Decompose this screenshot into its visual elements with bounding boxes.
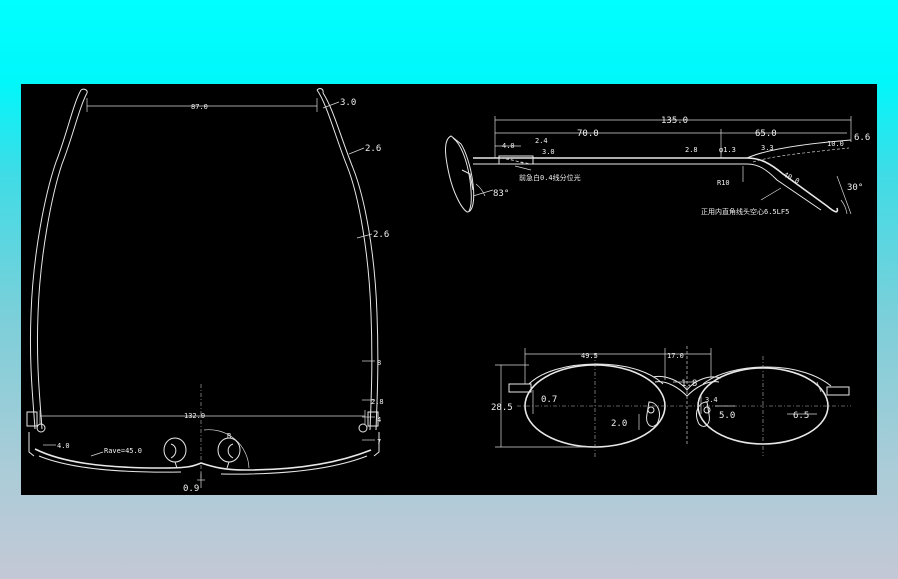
cad-viewport[interactable]: 87.0 132.0 3.0 2.6 2.6 8 2.8 4 7 4.0 Rav…	[21, 84, 877, 495]
front-left-pad	[646, 401, 660, 427]
front-rim	[34, 448, 372, 471]
left-nose-pad	[163, 437, 187, 469]
left-lens-rim	[528, 363, 664, 385]
label-r10: R10	[717, 179, 730, 187]
note-1: 前急白0.4线分位光	[519, 173, 581, 182]
note-2: 正用内直角线头空心6.5LF5	[701, 207, 789, 216]
dim-front-07: 0.7	[541, 395, 557, 405]
dim-right-4: 7	[377, 438, 381, 446]
dim-right-3: 4	[377, 416, 381, 424]
dim-side-24: 2.4	[535, 137, 548, 145]
front-right-pad	[696, 401, 710, 427]
front-view: 49.5 17.0 28.5 0.7 2.0 1.8 3.4 5.0 6.5	[491, 346, 851, 458]
bend-radius-label: Rave=45.0	[104, 447, 142, 455]
dim-side-front: 70.0	[577, 129, 599, 139]
dim-wire-3: 2.6	[373, 230, 389, 240]
cad-drawing: 87.0 132.0 3.0 2.6 2.6 8 2.8 4 7 4.0 Rav…	[26, 88, 870, 494]
dim-wire-1: 3.0	[340, 98, 356, 108]
dim-side-phi: φ1.3	[719, 146, 736, 154]
dim-side-30: 3.0	[542, 148, 555, 156]
dim-side-tip: 6.6	[854, 133, 870, 143]
right-nose-pad	[217, 437, 241, 469]
dim-side-back: 65.0	[755, 129, 777, 139]
side-view: 135.0 70.0 65.0 6.6 4.0 2.4 3.0 2.8 φ1.3…	[445, 116, 870, 216]
dim-front-65: 6.5	[793, 411, 809, 421]
dim-top-width: 87.0	[191, 103, 208, 111]
dim-right-2: 2.8	[371, 398, 384, 406]
top-view: 87.0 132.0 3.0 2.6 2.6 8 2.8 4 7 4.0 Rav…	[26, 88, 389, 494]
dim-front-bridge: 17.0	[667, 352, 684, 360]
angle-30: 30°	[847, 183, 863, 193]
right-lens-rim	[702, 366, 832, 387]
dim-side-100: 10.0	[827, 140, 844, 148]
dim-wire-2: 2.6	[365, 144, 381, 154]
dim-front-34: 3.4	[705, 396, 718, 404]
dim-side-400: 40.0	[782, 171, 801, 186]
dim-angle-r: R	[227, 432, 232, 440]
dim-front-50: 5.0	[719, 411, 735, 421]
dim-front-20: 2.0	[611, 419, 627, 429]
dim-side-total: 135.0	[661, 116, 688, 126]
dim-front-height: 28.5	[491, 403, 513, 413]
dim-side-28: 2.8	[685, 146, 698, 154]
dim-bottom-width: 132.0	[184, 412, 205, 420]
dim-bridge: 0.9	[183, 484, 199, 494]
dim-right-1: 8	[377, 359, 381, 367]
angle-83: 83°	[493, 189, 509, 199]
dim-front-18: 1.8	[681, 379, 697, 389]
left-temple-outline	[29, 89, 82, 430]
bridge	[652, 375, 722, 391]
dim-front-lens-width: 49.5	[581, 352, 598, 360]
dim-side-4: 4.0	[502, 142, 515, 150]
right-temple-outline	[316, 89, 373, 431]
lens-profile	[445, 135, 475, 213]
dim-left-4: 4.0	[57, 442, 70, 450]
temple-bar	[473, 157, 839, 213]
dim-side-33: 3.3	[761, 144, 774, 152]
